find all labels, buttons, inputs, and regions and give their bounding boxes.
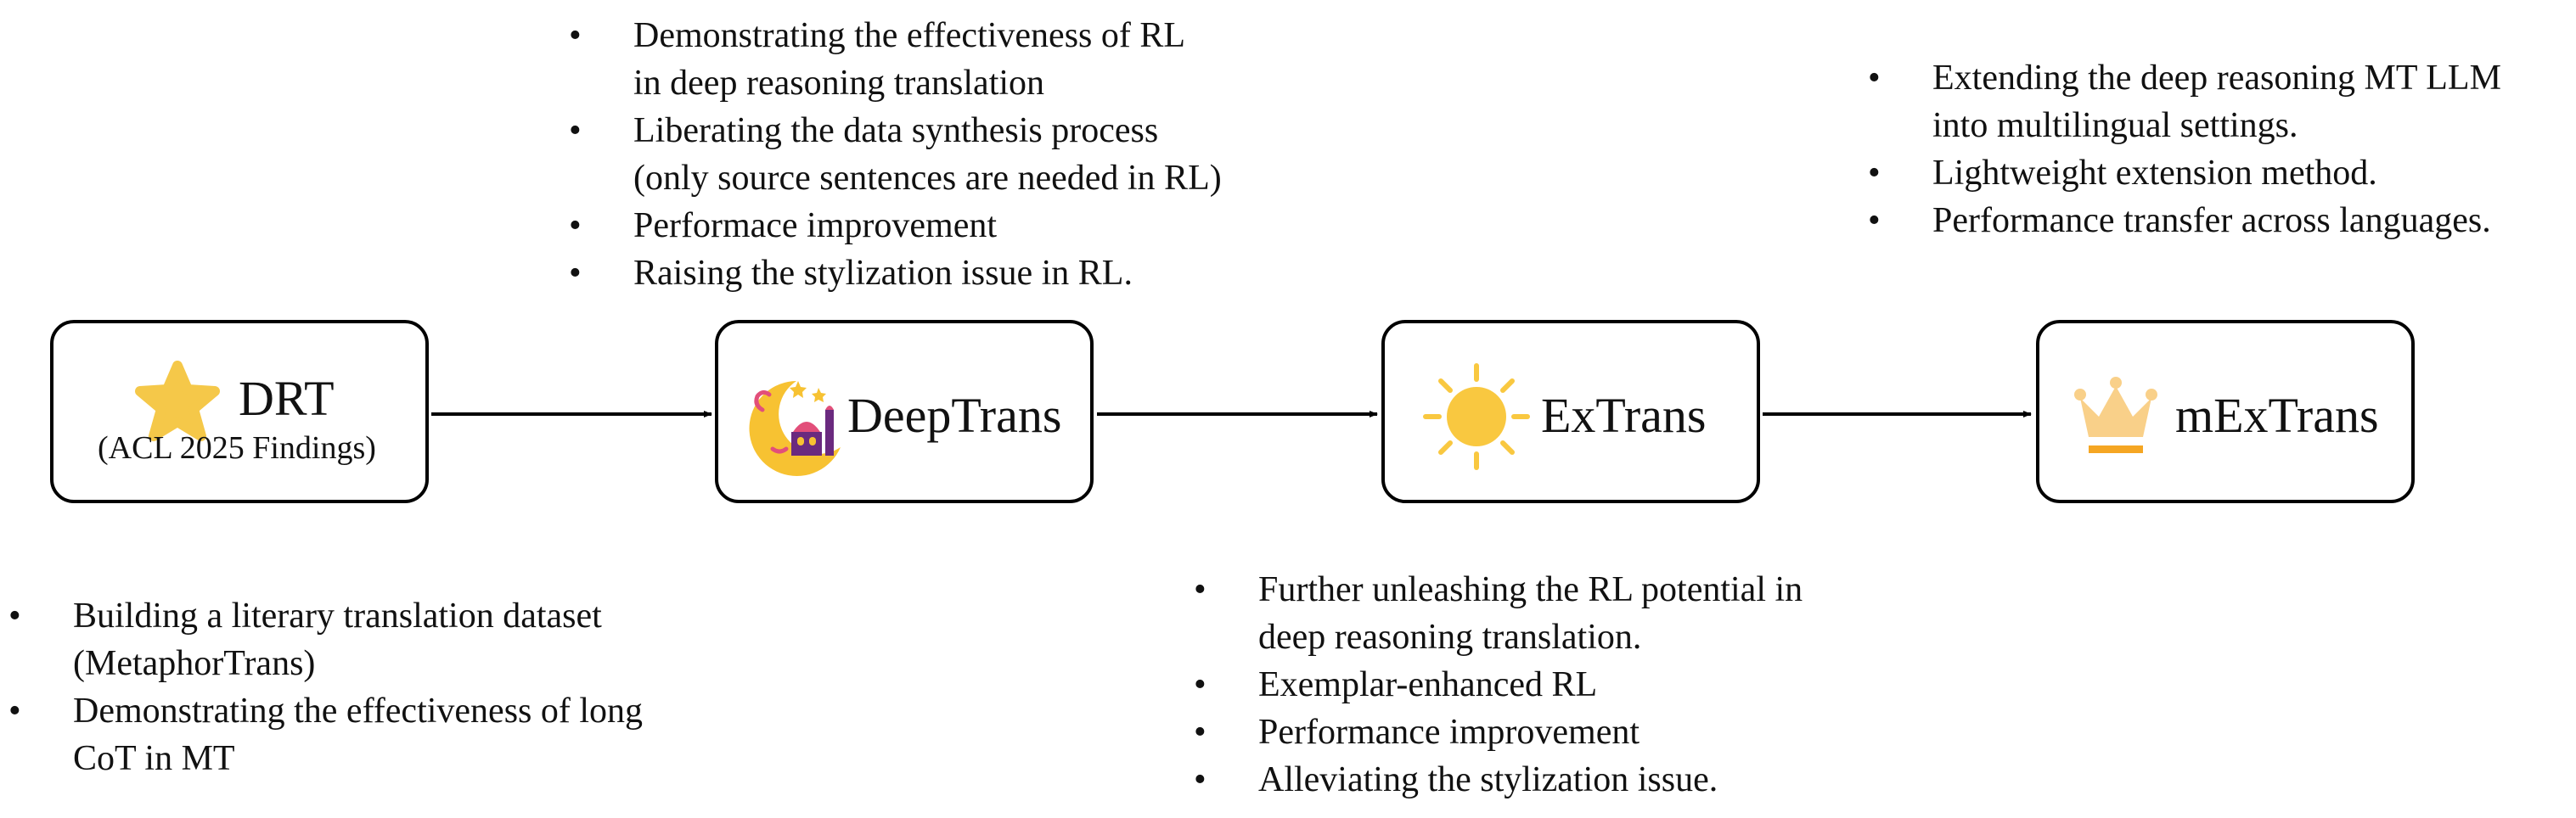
- node-title: mExTrans: [2175, 388, 2379, 443]
- list-item-line: Performace improvement: [633, 206, 997, 245]
- star-icon: [135, 361, 220, 441]
- drt-notes: Building a literary translation dataset …: [8, 592, 643, 782]
- list-item-line: Lightweight extension method.: [1932, 154, 2377, 193]
- list-item: Lightweight extension method.: [1868, 149, 2501, 197]
- crown-icon: [2074, 377, 2157, 453]
- list-item-line: Exemplar-enhanced RL: [1258, 665, 1598, 704]
- node-title: ExTrans: [1541, 388, 1707, 443]
- node-title: DeepTrans: [847, 388, 1062, 443]
- deeptrans-notes: Demonstrating the effectiveness of RL in…: [569, 12, 1222, 297]
- list-item: Raising the stylization issue in RL.: [569, 249, 1222, 297]
- list-item: Demonstrating the effectiveness of RL in…: [569, 12, 1222, 107]
- mextrans-notes: Extending the deep reasoning MT LLM into…: [1868, 54, 2501, 244]
- list-item-line: (MetaphorTrans): [73, 644, 316, 683]
- node-extrans: ExTrans: [1381, 320, 1760, 503]
- list-item-line: Performance transfer across languages.: [1932, 201, 2491, 240]
- node-mextrans: mExTrans: [2036, 320, 2415, 503]
- node-deeptrans: DeepTrans: [715, 320, 1094, 503]
- list-item: Liberating the data synthesis process (o…: [569, 107, 1222, 202]
- list-item-line: Alleviating the stylization issue.: [1258, 760, 1718, 799]
- list-item-line: Performance improvement: [1258, 713, 1640, 752]
- list-item-line: deep reasoning translation.: [1258, 618, 1642, 657]
- list-item: Performace improvement: [569, 202, 1222, 249]
- list-item: Exemplar-enhanced RL: [1194, 661, 1803, 709]
- list-item: Further unleashing the RL potential in d…: [1194, 566, 1803, 661]
- list-item-line: into multilingual settings.: [1932, 106, 2298, 145]
- crescent-moon-mosque-icon: [749, 381, 841, 476]
- list-item-line: Further unleashing the RL potential in: [1258, 570, 1803, 609]
- list-item-line: Demonstrating the effectiveness of long: [73, 692, 644, 731]
- list-item: Performance transfer across languages.: [1868, 197, 2501, 244]
- list-item-line: CoT in MT: [73, 739, 235, 778]
- extrans-notes: Further unleashing the RL potential in d…: [1194, 566, 1803, 804]
- list-item-line: in deep reasoning translation: [633, 64, 1045, 103]
- list-item-line: Liberating the data synthesis process: [633, 111, 1159, 150]
- list-item-line: Demonstrating the effectiveness of RL: [633, 16, 1186, 55]
- list-item-line: (only source sentences are needed in RL): [633, 159, 1222, 198]
- sun-icon: [1423, 363, 1530, 470]
- list-item: Demonstrating the effectiveness of long …: [8, 687, 643, 782]
- list-item: Performance improvement: [1194, 709, 1803, 756]
- node-drt: DRT (ACL 2025 Findings): [50, 320, 429, 503]
- list-item-line: Extending the deep reasoning MT LLM: [1932, 59, 2501, 98]
- list-item-line: Raising the stylization issue in RL.: [633, 254, 1133, 293]
- list-item: Building a literary translation dataset …: [8, 592, 643, 687]
- list-item: Extending the deep reasoning MT LLM into…: [1868, 54, 2501, 149]
- list-item: Alleviating the stylization issue.: [1194, 756, 1803, 804]
- list-item-line: Building a literary translation dataset: [73, 597, 602, 636]
- node-subtitle: (ACL 2025 Findings): [98, 430, 376, 466]
- node-title: DRT: [239, 371, 335, 426]
